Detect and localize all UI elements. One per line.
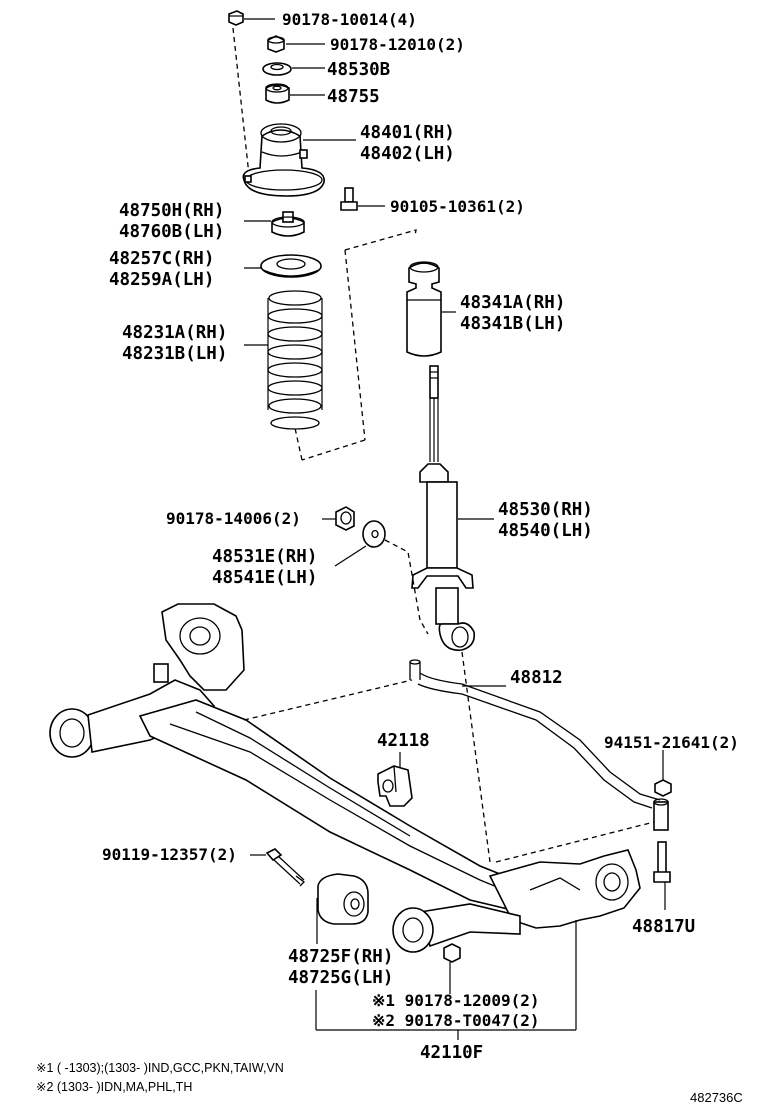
label-48231B: 48231B(LH): [122, 344, 227, 364]
spring-seat-48750H: [271, 211, 305, 237]
label-48259A: 48259A(LH): [109, 270, 214, 290]
spring-insulator-48257C: [260, 254, 322, 278]
bolt-94151-21641: [654, 779, 672, 797]
link-48817U: [653, 841, 671, 883]
coil-spring-48231A: [267, 290, 323, 430]
axle-beam-42110F: [49, 603, 641, 953]
label-48750H: 48750H(RH): [119, 201, 224, 221]
shock-absorber-48530: [411, 365, 476, 651]
bolt-90119-12357: [265, 848, 305, 887]
nut-90178-10014: [228, 10, 244, 26]
label-90178-T0047: ※2 90178-T0047(2): [372, 1011, 540, 1030]
bolt-90105-10361: [340, 187, 358, 211]
label-90105-10361: 90105-10361(2): [390, 197, 525, 216]
label-90119-12357: 90119-12357(2): [102, 845, 237, 864]
label-42118: 42118: [377, 731, 430, 751]
label-48812: 48812: [510, 668, 563, 688]
footnote-1: ※1 ( -1303);(1303- )IND,GCC,PKN,TAIW,VN: [36, 1061, 284, 1075]
figure-code: 482736C: [690, 1090, 743, 1105]
label-90178-12010: 90178-12010(2): [330, 35, 465, 54]
label-48541E: 48541E(LH): [212, 568, 317, 588]
nut-90178-12010: [267, 35, 285, 53]
bushing-48755: [265, 83, 290, 104]
label-48401: 48401(RH): [360, 123, 455, 143]
nut-90178-12009: [443, 943, 461, 963]
label-48531E: 48531E(RH): [212, 547, 317, 567]
label-48760B: 48760B(LH): [119, 222, 224, 242]
label-48755: 48755: [327, 87, 380, 107]
label-48341A: 48341A(RH): [460, 293, 565, 313]
label-42110F: 42110F: [420, 1043, 483, 1063]
label-48231A: 48231A(RH): [122, 323, 227, 343]
footnote-2: ※2 (1303- )IDN,MA,PHL,TH: [36, 1080, 192, 1094]
label-48725G: 48725G(LH): [288, 968, 393, 988]
label-48341B: 48341B(LH): [460, 314, 565, 334]
bump-stopper-48341A: [406, 261, 442, 357]
washer-48530B: [262, 62, 292, 76]
washer-48531E: [362, 520, 386, 548]
bracket-42118: [377, 765, 413, 807]
label-90178-10014: 90178-10014(4): [282, 10, 417, 29]
label-48725F: 48725F(RH): [288, 947, 393, 967]
label-90178-12009: ※1 90178-12009(2): [372, 991, 540, 1010]
upper-support-48401: [242, 123, 325, 197]
label-48817U: 48817U: [632, 917, 695, 937]
label-48530B: 48530B: [327, 60, 390, 80]
label-48530: 48530(RH): [498, 500, 593, 520]
label-48540: 48540(LH): [498, 521, 593, 541]
nut-90178-14006: [335, 506, 355, 531]
stabilizer-bar-48812: [409, 659, 669, 831]
label-48257C: 48257C(RH): [109, 249, 214, 269]
bushing-48725F: [317, 873, 369, 925]
label-90178-14006: 90178-14006(2): [166, 509, 301, 528]
label-94151-21641: 94151-21641(2): [604, 733, 739, 752]
label-48402: 48402(LH): [360, 144, 455, 164]
